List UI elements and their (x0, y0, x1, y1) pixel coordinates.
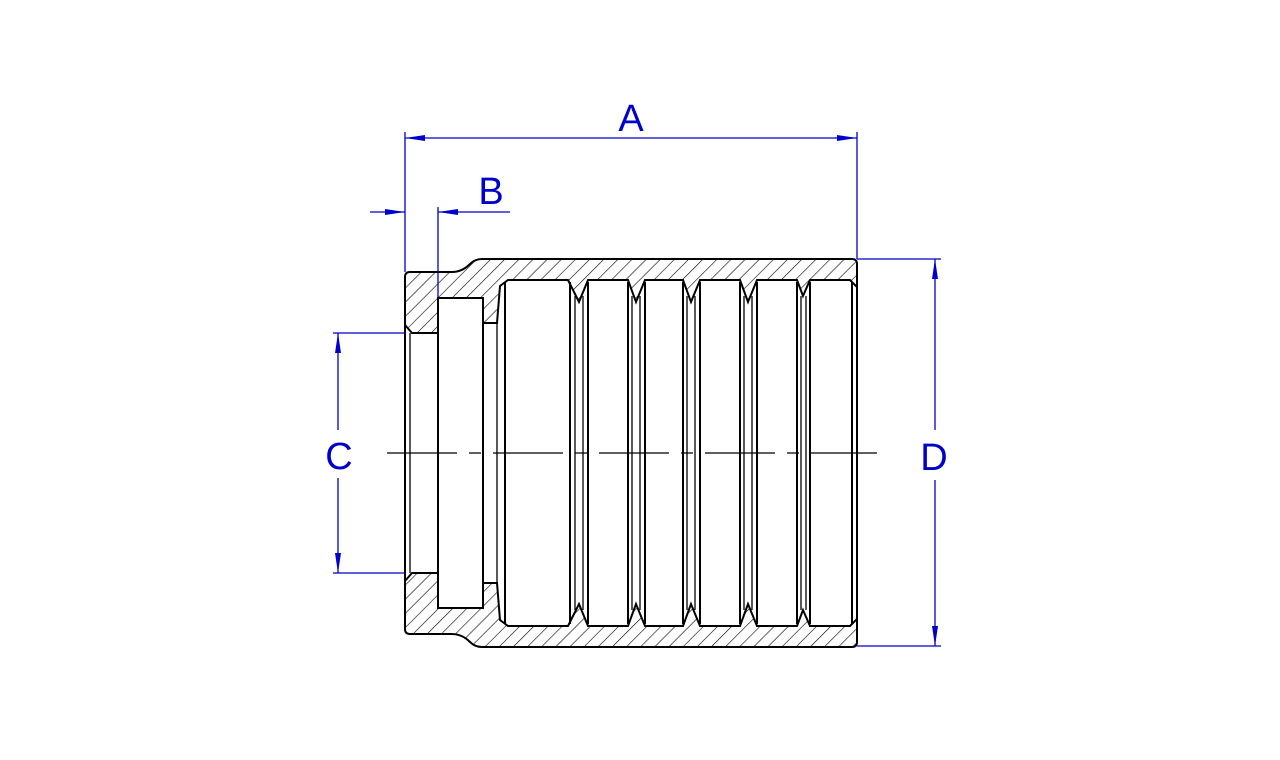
dimension-c: C (325, 332, 405, 574)
dimension-b-label: B (478, 171, 503, 213)
dimension-d: D (857, 258, 948, 647)
dimension-a: A (404, 98, 858, 272)
dimension-c-label: C (325, 436, 352, 478)
dimension-b: B (370, 171, 510, 298)
dimension-d-label: D (920, 437, 947, 479)
dimension-a-label: A (618, 98, 644, 140)
